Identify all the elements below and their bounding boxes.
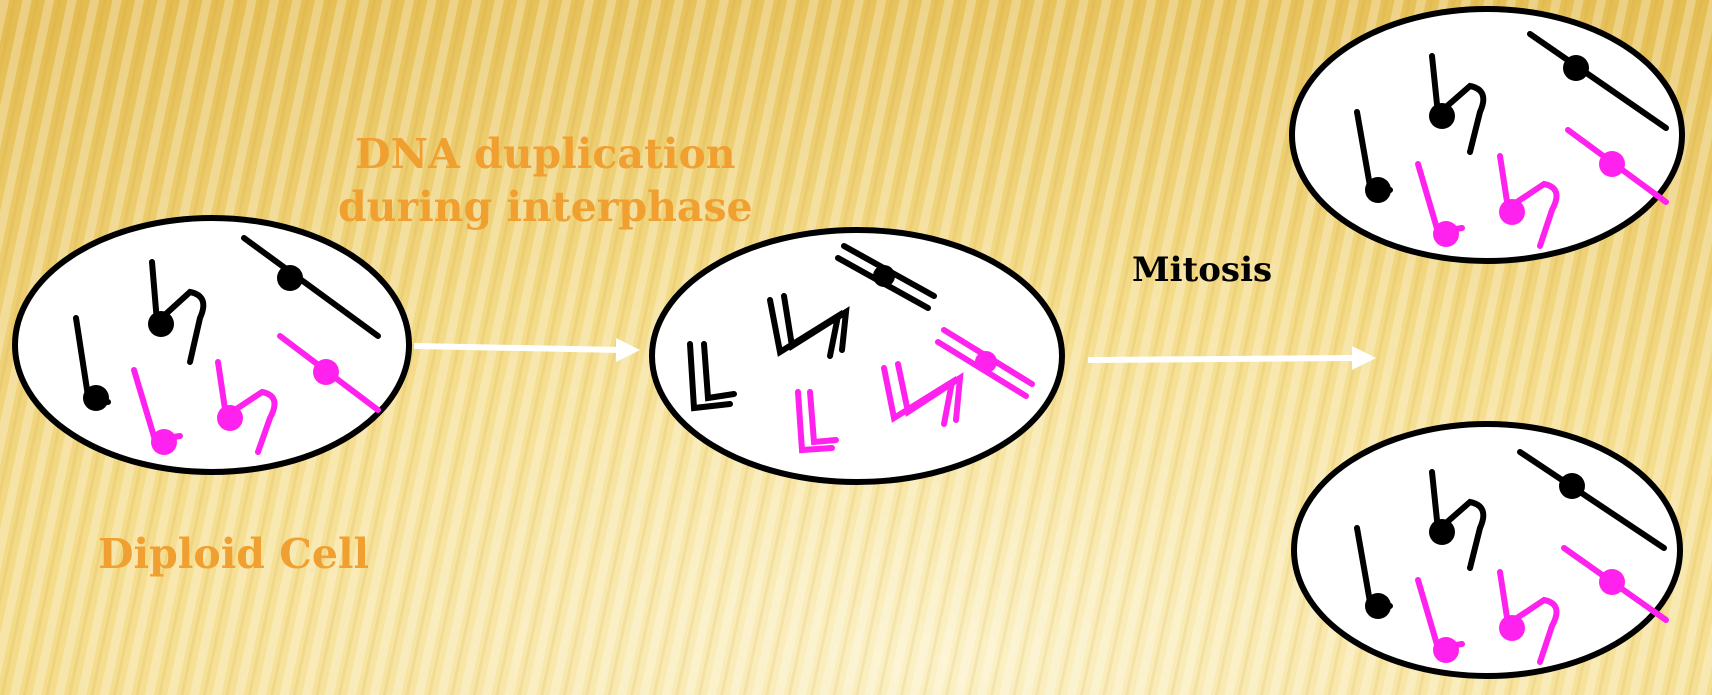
right-arrow-icon: [1087, 346, 1376, 370]
chromosome-magenta-duplicated: [795, 389, 835, 454]
chromosome-black: [149, 259, 207, 365]
dna-duplication-line1: DNA duplication: [355, 130, 736, 178]
chromosome-black-duplicated: [687, 341, 733, 412]
dna-duplication-line2: during interphase: [338, 183, 753, 231]
diploid-cell: [12, 215, 412, 475]
right-arrow-icon: [413, 338, 640, 362]
diploid-cell-label: Diploid Cell: [98, 530, 370, 578]
mitosis-label: Mitosis: [1132, 250, 1273, 290]
duplicated-cell: [649, 227, 1065, 485]
dna-duplication-label: DNA duplication during interphase: [338, 128, 753, 234]
daughter-cell-top: [1289, 6, 1685, 264]
daughter-cell-bottom: [1291, 421, 1683, 679]
chromosome-black: [241, 235, 381, 339]
chromosome-magenta: [215, 359, 278, 455]
